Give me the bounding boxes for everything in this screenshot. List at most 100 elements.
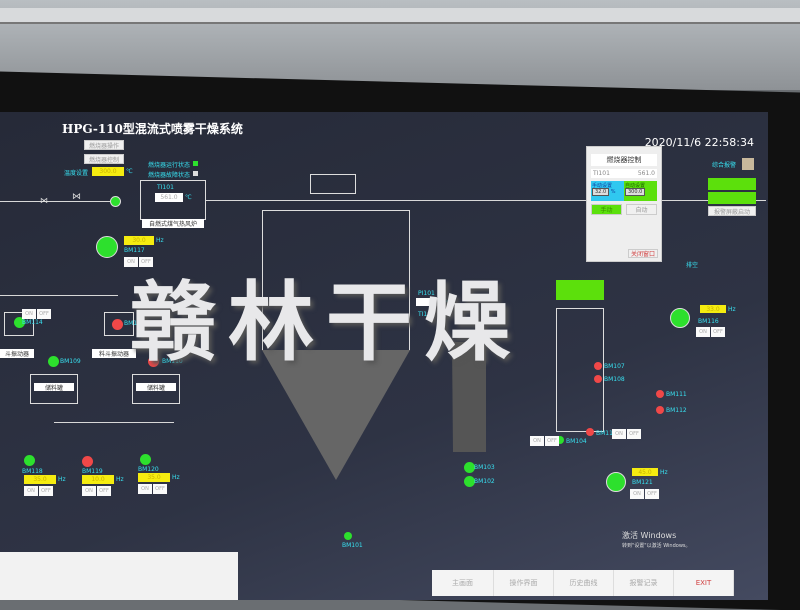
bm120-indicator [140,454,151,465]
bm104-tag: BM104 [566,438,587,445]
bm118-unit: Hz [58,476,66,483]
datetime: 2020/11/6 22:58:34 [644,136,754,149]
bm116-unit: Hz [728,306,736,313]
bm117-frequency[interactable]: 30.0 [124,236,154,245]
tower-cone [262,350,410,480]
exit-button[interactable]: EXIT [674,570,734,596]
bm112-indicator [656,406,664,414]
on-button[interactable]: ON [696,327,710,337]
bm102-tag: BM102 [474,478,495,485]
on-button[interactable]: ON [612,429,626,439]
valve-icon: ⋈ [72,192,81,202]
hopper-left [4,312,34,336]
bm119-frequency[interactable]: 10.0 [82,475,114,484]
off-button[interactable]: OFF [627,429,641,439]
drying-tower [262,210,410,350]
ti102-tag: TI102 [418,311,435,318]
nav-alarm-log[interactable]: 报警记录 [614,570,674,596]
ti101-unit: ℃ [185,194,192,201]
bm118-frequency[interactable]: 35.0 [24,475,56,484]
bm121-frequency[interactable]: 45.0 [632,468,658,476]
bm120-tag: BM120 [138,466,159,473]
bm108-indicator [594,375,602,383]
windows-activation-title: 激活 Windows [622,531,677,540]
pi101-tag: PI101 [418,290,435,297]
burner-ctrl-button[interactable]: 燃烧器控制 [84,154,124,164]
bm119-unit: Hz [116,476,124,483]
bm110-tag: BM110 [162,358,183,365]
nav-history-curve[interactable]: 历史曲线 [554,570,614,596]
auto-value-input[interactable]: 300.0 [625,188,646,196]
bm103-indicator [464,462,475,473]
run-status-indicator [193,161,198,166]
temp-unit: ℃ [126,168,133,175]
bm116-tag: BM116 [698,318,719,325]
nav-operation[interactable]: 操作界面 [494,570,554,596]
tank-right-label: 储料罐 [136,383,176,392]
message-panel [0,552,238,600]
bm114-indicator [14,317,25,328]
temp-setpoint[interactable]: 300.0 [92,167,124,176]
bm111-indicator [656,390,664,398]
manual-mode-button[interactable]: 手动 [591,204,622,215]
on-button[interactable]: ON [82,486,96,496]
auto-mode-button[interactable]: 自动 [626,204,657,215]
popup-header: 燃烧器控制 [591,154,657,166]
valve-icon: ⋈ [40,196,48,205]
bm115-indicator [112,319,123,330]
page-title: HPG-110型混流式喷雾干燥系统 [62,122,243,136]
bm110-indicator [148,356,159,367]
hot-air-pipe [206,200,766,201]
temp-label: 温度设置 [64,170,89,177]
bm119-indicator [82,456,93,467]
nav-main-screen[interactable]: 主画面 [432,570,494,596]
on-button[interactable]: ON [24,486,38,496]
hmi-screen: HPG-110型混流式喷雾干燥系统 2020/11/6 22:58:34 燃烧器… [0,112,768,600]
off-button[interactable]: OFF [37,309,51,319]
bm118-tag: BM118 [22,468,43,475]
burner-op-button[interactable]: 燃烧器操作 [84,140,124,150]
off-button[interactable]: OFF [139,257,153,267]
off-button[interactable]: OFF [545,436,559,446]
ti101-value: 561.0 [155,193,183,202]
close-window-button[interactable]: 关闭窗口 [628,249,658,258]
bm102-indicator [464,476,475,487]
on-button[interactable]: ON [138,484,152,494]
fan-bm116[interactable] [670,308,690,328]
on-button[interactable]: ON [22,309,36,319]
off-button[interactable]: OFF [153,484,167,494]
popup-mode-buttons: 手动 自动 [591,204,657,215]
on-button[interactable]: ON [530,436,544,446]
fan-bm121[interactable] [606,472,626,492]
bag-filter [556,308,604,432]
bm115-tag: BM115 [124,320,145,327]
alarm-mute-button[interactable]: 报警屏蔽启动 [708,206,756,216]
off-button[interactable]: OFF [645,489,659,499]
bm109-indicator [48,356,59,367]
off-button[interactable]: OFF [39,486,53,496]
bm120-frequency[interactable]: 35.0 [138,473,170,482]
off-button[interactable]: OFF [711,327,725,337]
alarm-indicator [742,158,754,170]
fan-bm117[interactable] [96,236,118,258]
on-button[interactable]: ON [124,257,138,267]
popup-ti-value: 561.0 [637,170,655,177]
pi101-value [416,298,442,306]
feed-manifold [54,422,174,423]
on-button[interactable]: ON [630,489,644,499]
off-button[interactable]: OFF [97,486,111,496]
tank-left: 储料罐 [30,374,78,404]
burner-fan-indicator [110,196,121,207]
bm116-frequency[interactable]: 33.0 [700,305,726,313]
windows-activation-subtitle: 转到"设置"以激活 Windows。 [622,543,691,549]
bm113-tag: BM113 [596,430,617,437]
background-rail [0,8,800,24]
manual-value-input[interactable]: 32.0 [592,188,610,196]
auto-label: 自动设置 [625,183,646,189]
popup-ti-tag: TI101 [593,170,610,177]
